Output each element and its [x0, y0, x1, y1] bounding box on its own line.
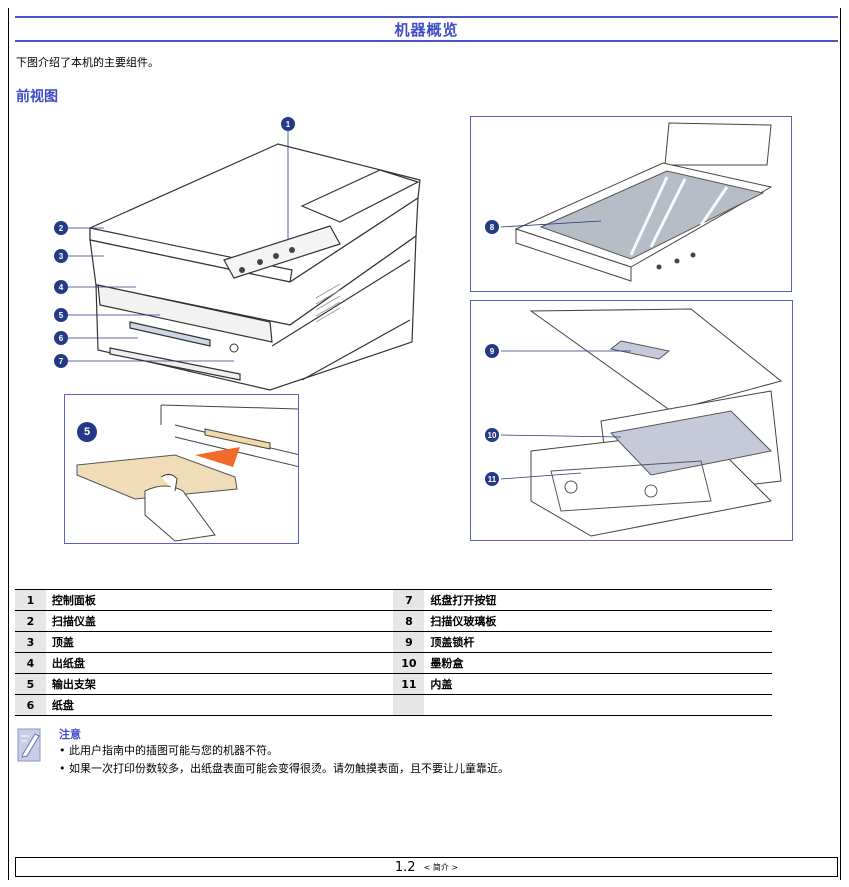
part-number: 2 — [15, 610, 46, 632]
page-footer: 1.2 < 简介 > — [15, 857, 838, 877]
scanner-glass-illustration: 8 — [470, 116, 792, 292]
callout-4: 4 — [54, 280, 68, 294]
output-support-illustration: 5 — [64, 394, 299, 544]
chapter-label: < 简介 > — [423, 862, 459, 872]
note-pencil-icon — [17, 728, 41, 762]
part-number: 10 — [393, 652, 425, 674]
table-row: 3 顶盖 9 顶盖锁杆 — [15, 631, 772, 653]
table-row: 4 出纸盘 10 墨粉盒 — [15, 652, 772, 674]
part-name — [424, 694, 772, 716]
page-frame — [8, 8, 841, 880]
page-number: 1.2 — [394, 859, 416, 875]
part-name: 扫描仪盖 — [45, 610, 394, 632]
inner-view-drawing — [500, 308, 783, 537]
machine-front-drawing — [68, 131, 421, 391]
table-row: 6 纸盘 — [15, 694, 772, 716]
part-number: 7 — [393, 589, 425, 611]
part-number: 1 — [15, 589, 46, 611]
callout-11: 11 — [485, 472, 499, 486]
table-row: 2 扫描仪盖 8 扫描仪玻璃板 — [15, 610, 772, 632]
callout-9: 9 — [485, 344, 499, 358]
table-row: 5 输出支架 11 内盖 — [15, 673, 772, 695]
callout-7: 7 — [54, 354, 68, 368]
callout-2: 2 — [54, 221, 68, 235]
callout-6: 6 — [54, 331, 68, 345]
part-name: 内盖 — [424, 673, 772, 695]
callout-10: 10 — [485, 428, 499, 442]
part-number: 9 — [393, 631, 425, 653]
table-row: 1 控制面板 7 纸盘打开按钮 — [15, 589, 772, 611]
part-name: 出纸盘 — [45, 652, 394, 674]
part-name: 输出支架 — [45, 673, 394, 695]
page-title: 机器概览 — [394, 20, 459, 39]
inner-view-illustration: 9 10 11 — [470, 300, 793, 541]
note-box: 注意 • 此用户指南中的插图可能与您的机器不符。 • 如果一次打印份数较多，出纸… — [15, 726, 775, 786]
part-number: 11 — [393, 673, 425, 695]
note-item: • 如果一次打印份数较多，出纸盘表面可能会变得很烫。请勿触摸表面，且不要让儿童靠… — [59, 762, 509, 775]
part-number — [393, 694, 425, 716]
scanner-glass-drawing — [500, 122, 773, 282]
part-name: 纸盘打开按钮 — [424, 589, 772, 611]
part-number: 8 — [393, 610, 425, 632]
note-title: 注意 — [59, 728, 81, 741]
parts-table: 1 控制面板 7 纸盘打开按钮 2 扫描仪盖 8 扫描仪玻璃板 3 顶盖 9 顶… — [15, 589, 772, 716]
part-name: 顶盖锁杆 — [424, 631, 772, 653]
part-number: 3 — [15, 631, 46, 653]
part-number: 4 — [15, 652, 46, 674]
part-number: 6 — [15, 694, 46, 716]
callout-5: 5 — [54, 308, 68, 322]
part-name: 控制面板 — [45, 589, 394, 611]
section-title: 前视图 — [16, 89, 58, 105]
output-support-drawing — [76, 404, 298, 542]
intro-text: 下图介绍了本机的主要组件。 — [16, 56, 159, 69]
note-item: • 此用户指南中的插图可能与您的机器不符。 — [59, 744, 278, 757]
callout-tray-5: 5 — [77, 422, 97, 442]
machine-front-illustration: 1 2 3 4 5 6 7 — [40, 110, 440, 400]
callout-8: 8 — [485, 220, 499, 234]
part-name: 墨粉盒 — [424, 652, 772, 674]
part-name: 扫描仪玻璃板 — [424, 610, 772, 632]
part-number: 5 — [15, 673, 46, 695]
part-name: 顶盖 — [45, 631, 394, 653]
callout-3: 3 — [54, 249, 68, 263]
part-name: 纸盘 — [45, 694, 394, 716]
title-bar: 机器概览 — [15, 16, 838, 42]
callout-1: 1 — [281, 117, 295, 131]
